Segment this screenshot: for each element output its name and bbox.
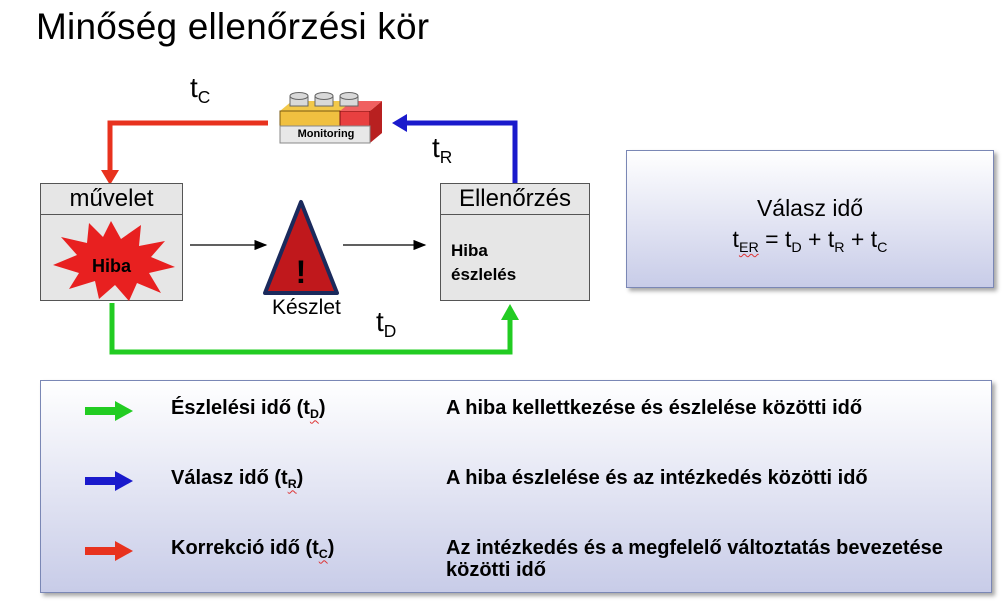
- tr-base: t: [432, 132, 440, 163]
- detection-line-1: Hiba: [451, 241, 488, 260]
- correction-arrow: [101, 120, 268, 185]
- inventory-warning-icon: !: [263, 200, 339, 295]
- legend-description: A hiba kellettkezése és észlelése között…: [446, 397, 863, 419]
- check-label: Ellenőrzés: [441, 184, 589, 215]
- red-arrow-icon: [85, 541, 133, 561]
- formula-tr-sub: R: [834, 239, 845, 256]
- legend-box: Észlelési idő (tD) A hiba kellettkezése …: [40, 380, 992, 593]
- legend-term: Észlelési idő (tD): [171, 397, 326, 422]
- detection-arrow: [109, 303, 519, 355]
- monitoring-icon: [279, 92, 382, 144]
- tc-sub: C: [197, 87, 211, 108]
- tr-label: tR: [432, 132, 453, 168]
- ter-sub: ER: [738, 239, 759, 256]
- inventory-label: Készlet: [272, 296, 341, 319]
- td-label: tD: [376, 306, 397, 342]
- green-arrow-icon: [85, 401, 133, 421]
- blue-arrow-icon: [85, 471, 133, 491]
- legend-term: Korrekció idő (tC): [171, 537, 335, 562]
- legend-description: Az intézkedés és a megfelelő változtatás…: [446, 537, 943, 581]
- tc-label: tC: [190, 72, 211, 108]
- formula-tc-sub: C: [877, 239, 888, 256]
- detection-line-2: észlelés: [451, 265, 517, 284]
- response-time-title: Válasz idő: [756, 195, 864, 221]
- svg-text:!: !: [296, 254, 307, 290]
- page-title: Minőség ellenőrzési kör: [36, 6, 430, 47]
- response-arrow: [392, 114, 518, 183]
- monitoring-label: Monitoring: [297, 128, 355, 140]
- operation-box: művelet Hiba: [40, 183, 183, 301]
- legend-description: A hiba észlelése és az intézkedés között…: [446, 467, 868, 489]
- response-time-formula: tER = tD + tR + tC: [732, 226, 888, 256]
- tc-base: t: [190, 72, 198, 103]
- response-time-box: Válasz idő tER = tD + tR + tC: [626, 150, 994, 288]
- defect-label: Hiba: [91, 256, 131, 276]
- check-box: Ellenőrzés Hiba észlelés: [440, 183, 590, 301]
- operation-label: művelet: [41, 184, 182, 215]
- tr-sub: R: [439, 147, 453, 168]
- formula-td-sub: D: [791, 239, 802, 256]
- td-sub: D: [383, 321, 397, 342]
- td-base: t: [376, 306, 384, 337]
- legend-term: Válasz idő (tR): [171, 467, 304, 492]
- detection-label: Hiba észlelés: [451, 239, 516, 287]
- defect-starburst-icon: [53, 221, 175, 301]
